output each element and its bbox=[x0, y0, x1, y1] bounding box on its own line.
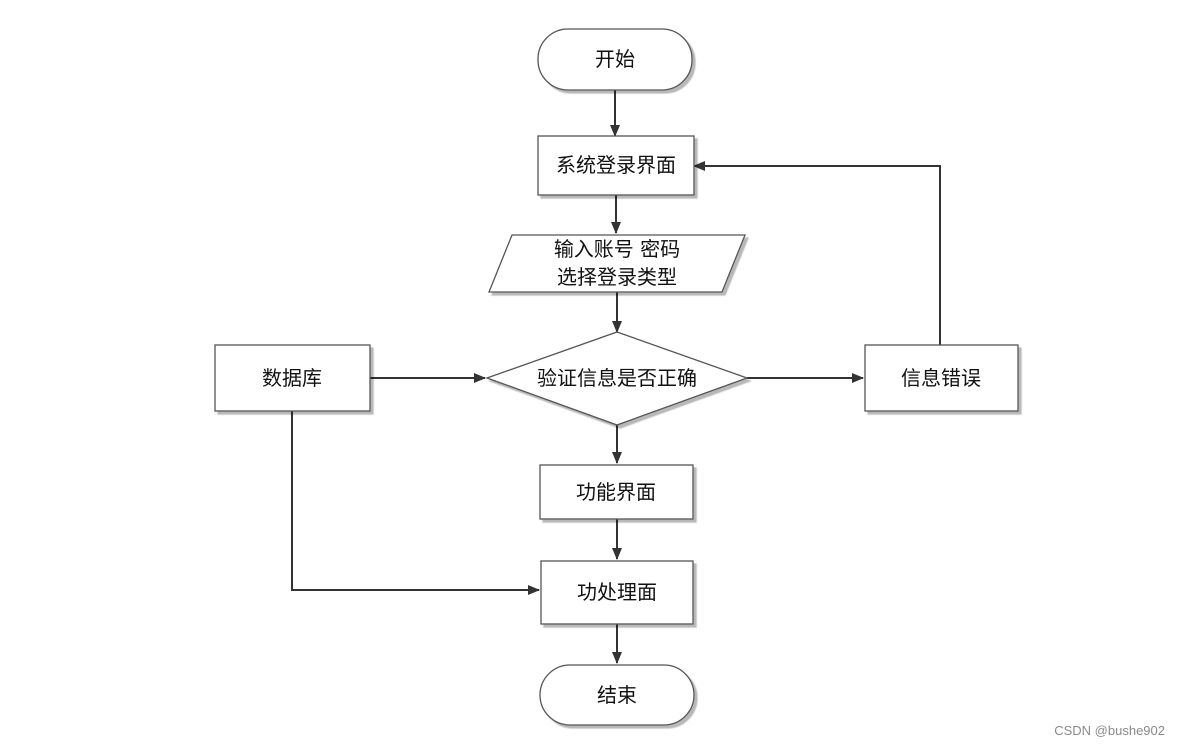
function-screen-node bbox=[539, 464, 694, 520]
login-screen-label: 系统登录界面 bbox=[556, 153, 676, 177]
input-node bbox=[488, 234, 746, 293]
verify-label: 验证信息是否正确 bbox=[537, 366, 697, 390]
input-label-line1: 输入账号 密码 bbox=[554, 237, 680, 261]
watermark: CSDN @bushe902 bbox=[1054, 723, 1165, 738]
function-screen-label: 功能界面 bbox=[576, 480, 656, 504]
arrow-error-to-login bbox=[693, 161, 941, 345]
input-label-line2: 选择登录类型 bbox=[557, 265, 677, 289]
process-screen-node bbox=[540, 560, 694, 625]
info-error-label: 信息错误 bbox=[901, 366, 981, 390]
shapes bbox=[214, 28, 1019, 726]
login-screen-node bbox=[537, 135, 695, 196]
start-label: 开始 bbox=[595, 47, 635, 71]
end-node bbox=[539, 664, 695, 726]
end-label: 结束 bbox=[597, 683, 637, 707]
verify-decision-node bbox=[485, 331, 749, 426]
process-screen-label: 功处理面 bbox=[577, 580, 657, 604]
start-node bbox=[537, 28, 693, 91]
arrow-database-to-process bbox=[291, 411, 540, 595]
database-label: 数据库 bbox=[262, 366, 322, 390]
labels: 开始 系统登录界面 输入账号 密码 选择登录类型 数据库 验证信息是否正确 信息… bbox=[262, 47, 981, 707]
info-error-node bbox=[864, 344, 1019, 412]
database-node bbox=[214, 344, 371, 412]
connectors bbox=[291, 90, 941, 664]
